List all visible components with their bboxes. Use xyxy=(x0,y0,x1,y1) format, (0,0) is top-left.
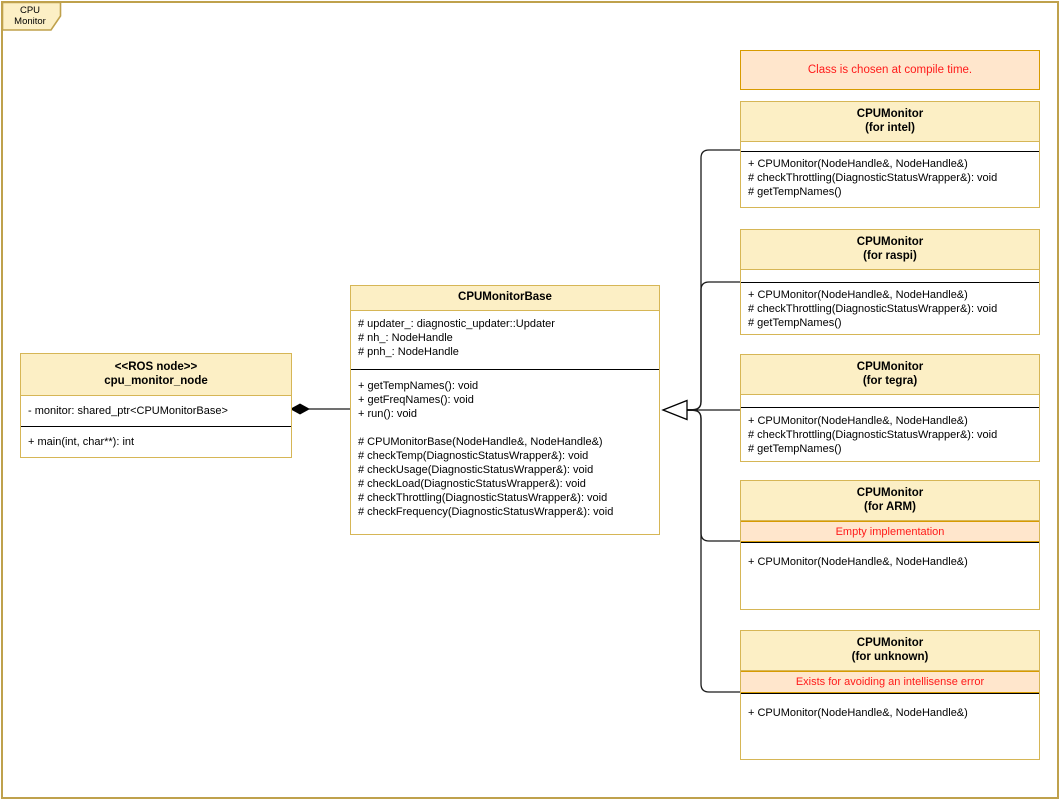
method-group-gap xyxy=(351,421,659,435)
method-line: # CPUMonitorBase(NodeHandle&, NodeHandle… xyxy=(358,436,603,448)
method-line: + getFreqNames(): void xyxy=(358,394,474,406)
class-cpumonitorbase-name: CPUMonitorBase xyxy=(458,291,552,304)
method-line: # checkTemp(DiagnosticStatusWrapper&): v… xyxy=(358,450,589,462)
composition-diamond-icon xyxy=(290,403,310,415)
compartment-separator xyxy=(741,407,1039,408)
edge-generalization-unknown[interactable] xyxy=(687,409,740,693)
class-cpumonitor-tegra-methods: + CPUMonitor(NodeHandle&, NodeHandle&) #… xyxy=(741,408,1039,461)
frame-tab-line1: CPU xyxy=(19,5,41,16)
class-cpumonitor-intel[interactable]: CPUMonitor (for intel) + CPUMonitor(Node… xyxy=(740,101,1040,208)
method-line: + CPUMonitor(NodeHandle&, NodeHandle&) xyxy=(748,707,968,719)
method-line: + CPUMonitor(NodeHandle&, NodeHandle&) xyxy=(748,415,968,427)
empty-attributes xyxy=(741,395,1039,407)
empty-attributes xyxy=(741,142,1039,151)
class-cpu-monitor-node-stereotype: <<ROS node>> xyxy=(114,361,198,373)
edge-generalization-arm[interactable] xyxy=(687,409,740,542)
class-cpu-monitor-node-name: cpu_monitor_node xyxy=(104,374,208,387)
class-cpumonitor-intel-header: CPUMonitor (for intel) xyxy=(741,102,1039,142)
method-line: # checkThrottling(DiagnosticStatusWrappe… xyxy=(748,303,998,315)
method-line: + run(): void xyxy=(358,408,417,420)
generalization-triangle-icon xyxy=(661,399,688,421)
method-line: + CPUMonitor(NodeHandle&, NodeHandle&) xyxy=(748,158,968,170)
class-name: CPUMonitor xyxy=(856,236,924,248)
note-text: Empty implementation xyxy=(835,525,945,538)
attribute-line: # pnh_: NodeHandle xyxy=(358,346,459,358)
method-line: + getTempNames(): void xyxy=(358,380,479,392)
method-line: + CPUMonitor(NodeHandle&, NodeHandle&) xyxy=(748,289,968,301)
note-text: Exists for avoiding an intellisense erro… xyxy=(795,676,985,688)
method-line: # checkFrequency(DiagnosticStatusWrapper… xyxy=(358,506,614,518)
compartment-separator xyxy=(741,542,1039,543)
class-cpumonitorbase-methods: + getTempNames(): void + getFreqNames():… xyxy=(351,370,659,534)
class-variant: (for ARM) xyxy=(864,500,916,513)
edge-generalization-intel[interactable] xyxy=(687,149,740,411)
compartment-separator xyxy=(741,151,1039,152)
compartment-separator xyxy=(21,426,291,427)
method-line: # checkThrottling(DiagnosticStatusWrappe… xyxy=(748,429,998,441)
class-variant: (for raspi) xyxy=(863,249,917,262)
frame-tab[interactable]: CPU Monitor xyxy=(1,1,63,32)
class-variant: (for intel) xyxy=(865,121,915,134)
class-cpumonitor-raspi-header: CPUMonitor (for raspi) xyxy=(741,230,1039,270)
class-cpumonitor-tegra[interactable]: CPUMonitor (for tegra) + CPUMonitor(Node… xyxy=(740,354,1040,462)
attribute-line: # nh_: NodeHandle xyxy=(358,332,453,344)
empty-attributes xyxy=(741,270,1039,282)
class-cpumonitorbase-header: CPUMonitorBase xyxy=(351,286,659,311)
class-cpumonitorbase[interactable]: CPUMonitorBase # updater_: diagnostic_up… xyxy=(350,285,660,535)
class-cpumonitor-unknown-methods: + CPUMonitor(NodeHandle&, NodeHandle&) xyxy=(741,694,1039,759)
class-cpumonitor-unknown-header: CPUMonitor (for unknown) xyxy=(741,631,1039,671)
note-compile-time[interactable]: Class is chosen at compile time. xyxy=(740,50,1040,90)
compartment-separator xyxy=(351,369,659,370)
class-cpumonitor-unknown[interactable]: CPUMonitor (for unknown) Exists for avoi… xyxy=(740,630,1040,760)
class-cpu-monitor-node[interactable]: <<ROS node>> cpu_monitor_node - monitor:… xyxy=(20,353,292,458)
attribute-line: - monitor: shared_ptr<CPUMonitorBase> xyxy=(28,405,228,417)
class-cpu-monitor-node-attributes: - monitor: shared_ptr<CPUMonitorBase> xyxy=(21,396,291,426)
edge-generalization-raspi[interactable] xyxy=(687,281,740,411)
method-line: # checkUsage(DiagnosticStatusWrapper&): … xyxy=(358,464,594,476)
compartment-separator xyxy=(741,282,1039,283)
class-cpumonitor-intel-methods: + CPUMonitor(NodeHandle&, NodeHandle&) #… xyxy=(741,152,1039,207)
frame-tab-label: CPU Monitor xyxy=(2,3,58,29)
class-cpu-monitor-node-methods: + main(int, char**): int xyxy=(21,427,291,457)
class-variant: (for tegra) xyxy=(862,374,918,387)
class-cpumonitor-raspi[interactable]: CPUMonitor (for raspi) + CPUMonitor(Node… xyxy=(740,229,1040,335)
class-cpumonitor-arm-methods: + CPUMonitor(NodeHandle&, NodeHandle&) xyxy=(741,543,1039,609)
class-variant: (for unknown) xyxy=(851,650,929,663)
method-line: # getTempNames() xyxy=(748,317,842,329)
method-line: + CPUMonitor(NodeHandle&, NodeHandle&) xyxy=(748,556,968,568)
method-line: # checkThrottling(DiagnosticStatusWrappe… xyxy=(358,492,608,504)
attribute-line: # updater_: diagnostic_updater::Updater xyxy=(358,318,555,330)
method-line: # getTempNames() xyxy=(748,186,842,198)
class-cpumonitorbase-attributes: # updater_: diagnostic_updater::Updater … xyxy=(351,311,659,369)
class-name: CPUMonitor xyxy=(856,361,924,373)
frame-tab-shape xyxy=(1,1,62,31)
class-name: CPUMonitor xyxy=(856,108,924,120)
class-cpumonitor-arm[interactable]: CPUMonitor (for ARM) Empty implementatio… xyxy=(740,480,1040,610)
method-line: # checkLoad(DiagnosticStatusWrapper&): v… xyxy=(358,478,586,490)
method-line: # getTempNames() xyxy=(748,443,842,455)
class-cpu-monitor-node-header: <<ROS node>> cpu_monitor_node xyxy=(21,354,291,396)
class-cpumonitor-tegra-header: CPUMonitor (for tegra) xyxy=(741,355,1039,395)
class-name: CPUMonitor xyxy=(856,487,924,499)
class-cpumonitor-arm-header: CPUMonitor (for ARM) xyxy=(741,481,1039,521)
class-cpumonitor-arm-note: Empty implementation xyxy=(741,521,1039,542)
note-compile-time-text: Class is chosen at compile time. xyxy=(807,64,973,76)
class-cpumonitor-raspi-methods: + CPUMonitor(NodeHandle&, NodeHandle&) #… xyxy=(741,283,1039,334)
class-cpumonitor-unknown-note: Exists for avoiding an intellisense erro… xyxy=(741,671,1039,693)
class-name: CPUMonitor xyxy=(856,637,924,649)
method-line: + main(int, char**): int xyxy=(28,436,135,448)
frame-tab-line2: Monitor xyxy=(14,16,46,27)
method-line: # checkThrottling(DiagnosticStatusWrappe… xyxy=(748,172,998,184)
compartment-separator xyxy=(741,693,1039,694)
